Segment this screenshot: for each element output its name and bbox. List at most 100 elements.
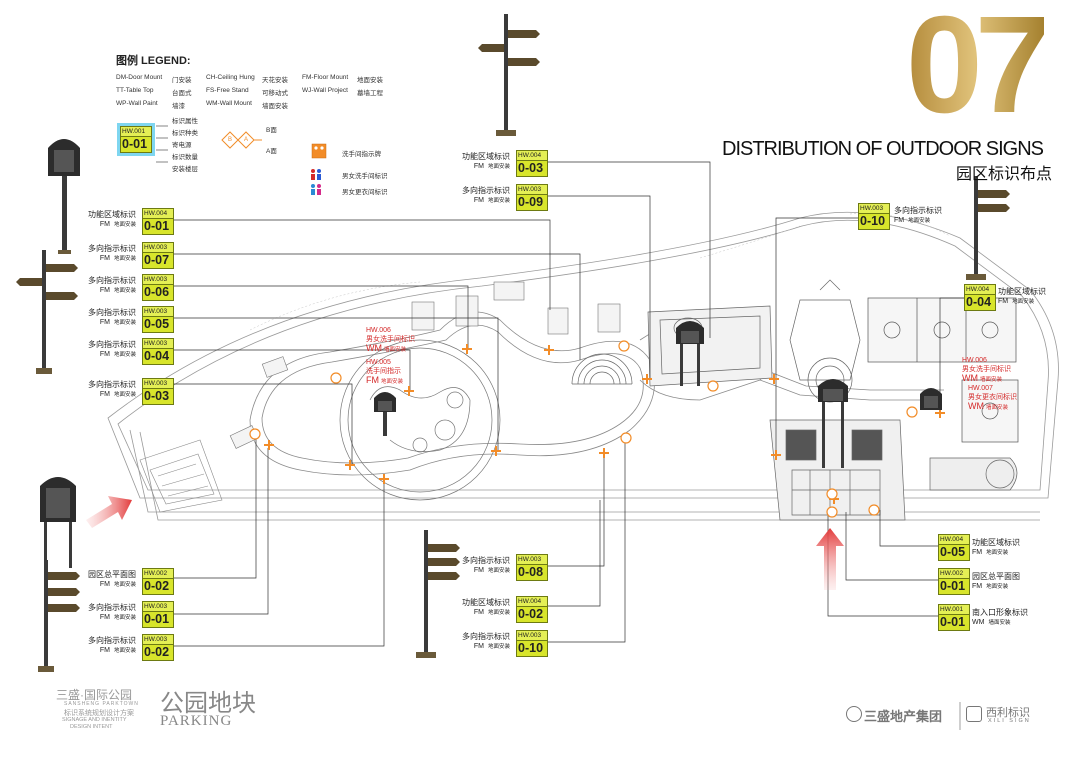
washroom-note: HW.007 男女更衣间标识 WM 墙面安装 <box>968 385 1017 411</box>
legend-code: FM-Floor Mount <box>302 74 349 81</box>
legend-title: 图例 LEGEND: <box>116 55 191 67</box>
sign-position-markers <box>264 344 945 504</box>
south-east-pool <box>929 457 1018 491</box>
legend-note: 寄电源 <box>172 142 192 149</box>
washroom-note: HW.006 男女洗手间标识 WM 墙面安装 <box>366 327 415 353</box>
legend-sample-num: 0-01 <box>122 137 148 151</box>
block-name-en: PARKING <box>160 713 233 729</box>
designer-name-en: XILI SIGN <box>988 718 1031 724</box>
project-name-cn: 三盛·国际公园 <box>56 688 132 702</box>
legend-sample-tag: HW.001 0-01 <box>120 126 152 153</box>
legend-code: DM-Door Mount <box>116 74 163 81</box>
greenery-strip <box>249 213 951 331</box>
legend-sample-code: HW.001 <box>121 127 151 137</box>
legend-note: 标识数量 <box>172 154 198 161</box>
legend-code: TT-Table Top <box>116 87 154 94</box>
leader-lines <box>172 161 966 647</box>
legend-face-a: A面 <box>266 148 277 155</box>
legend-code-cn: 地面安装 <box>357 77 383 84</box>
park-boundary <box>107 211 1059 521</box>
east-courtyard <box>769 279 906 521</box>
project-name-en: SANSHENG PARKTOWN <box>64 701 139 707</box>
legend-graphics <box>156 125 327 195</box>
legend-code-cn: 墙面安装 <box>262 103 288 110</box>
legend-code-cn: 墙漆 <box>172 103 185 110</box>
legend-icon-changing-room: 男女更衣间标识 <box>342 189 388 196</box>
south-west-plaza <box>139 439 223 513</box>
central-plaza <box>339 339 501 501</box>
legend-code-cn: 天花安装 <box>262 77 288 84</box>
legend-note: 标识属性 <box>172 118 198 125</box>
legend-code: WP-Wall Paint <box>116 100 158 107</box>
washroom-note: HW.006 男女洗手间标识 WM 墙面安装 <box>962 357 1011 383</box>
plan-name-en-1: SIGNAGE AND INENTITY <box>62 717 127 723</box>
page-title-cn: 园区标识布点 <box>956 166 1053 183</box>
legend-code: CH-Ceiling Hung <box>206 74 255 81</box>
on-map-sign-illustrations <box>374 321 942 468</box>
plan-name-cn: 标识系统规划设计方案 <box>64 710 134 717</box>
page-number: 07 <box>906 0 1051 134</box>
legend-code: FS-Free Stand <box>206 87 249 94</box>
legend-code-cn: 台面式 <box>172 90 192 97</box>
designer-name-cn: 西利标识 <box>986 707 1030 719</box>
face-b-letter: B <box>228 137 233 143</box>
legend-code: WM-Wall Mount <box>206 100 252 107</box>
legend-code-cn: 可移动式 <box>262 90 288 97</box>
legend-code-cn: 墓墙工程 <box>357 90 383 97</box>
washroom-note: HW.005 洗手间指示 FM 地面安装 <box>366 359 403 385</box>
legend-note: 安装楼层 <box>172 166 198 173</box>
legend-face-b: B面 <box>266 127 277 134</box>
south-entrance-arrow <box>816 528 844 590</box>
plan-name-en-2: DESIGN INTENT <box>70 724 113 730</box>
developer-logo-icon <box>846 706 862 722</box>
amphitheatre <box>571 353 633 385</box>
legend-icon-washroom-sign: 洗手间指示牌 <box>342 151 381 158</box>
legend-code-cn: 门安装 <box>172 77 192 84</box>
legend-icon-washroom: 男女洗手间标识 <box>342 173 388 180</box>
page-title-en: DISTRIBUTION OF OUTDOOR SIGNS <box>722 138 1044 160</box>
legend-note: 标识种类 <box>172 130 198 137</box>
west-entrance-arrow <box>86 496 132 528</box>
designer-logo-icon <box>966 706 982 722</box>
villa-blocks <box>229 281 621 449</box>
sidebar-sign-illustrations <box>16 14 1010 672</box>
